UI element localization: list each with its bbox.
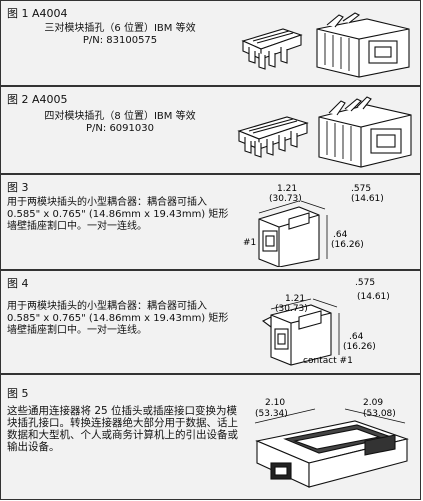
dimension-lines: [254, 408, 406, 424]
dimension-lines: [258, 200, 328, 259]
figure-4-panel: 图 4 用于两模块插头的小型耦合器：耦合器可插入 0.585" x 0.765"…: [0, 270, 421, 374]
figure-2-illustration: [237, 95, 419, 175]
dim-length-in: 2.10: [265, 398, 285, 408]
figure-5-title: 图 5: [7, 387, 29, 400]
figure-5-description: 这些通用连接器将 25 位插头或插座接口变换为模块插孔接口。转换连接器绝大部分用…: [7, 405, 238, 453]
figure-2-panel: 图 2 A4005 四对模块插孔（8 位置）IBM 等效 P/N: 609103…: [0, 86, 421, 174]
dim-width-in: 1.21: [277, 184, 297, 194]
figure-2-description: 四对模块插孔（8 位置）IBM 等效 P/N: 6091030: [7, 111, 233, 135]
figure-5-panel: 图 5 这些通用连接器将 25 位插头或插座接口变换为模块插孔接口。转换连接器绝…: [0, 374, 421, 500]
figure-1-title: 图 1 A4004: [7, 7, 68, 20]
figure-1-description: 三对模块插孔（6 位置）IBM 等效 P/N: 83100575: [7, 23, 233, 47]
dim-width-in: 1.21: [285, 294, 305, 304]
dim-height-mm: (16.26): [331, 240, 364, 250]
six-pin-insert-drawing: [241, 28, 303, 70]
figure-3-description: 用于两模块插头的小型耦合器：耦合器可插入 0.585" x 0.765" (14…: [7, 197, 229, 232]
dim-depth-in: .575: [355, 278, 375, 288]
figure-1-line1: 三对模块插孔（6 位置）IBM 等效: [44, 23, 196, 34]
figure-4-illustration: 1.21 (30.73) .575 (14.61) .64 (16.26) co…: [239, 275, 419, 377]
eight-pin-insert-drawing: [237, 116, 309, 158]
dim-height-mm: (16.26): [343, 342, 376, 352]
dim-width-mm: (53.08): [363, 409, 396, 419]
figure-5-illustration: 2.10 (53.34) 2.09 (53.08): [245, 389, 421, 501]
figure-1-part-number: P/N: 83100575: [82, 35, 158, 46]
modular-jack-drawing: [316, 12, 410, 78]
dim-depth-in: .575: [351, 184, 371, 194]
dim-depth-mm: (14.61): [357, 292, 390, 302]
figure-1-panel: 图 1 A4004 三对模块插孔（6 位置）IBM 等效 P/N: 831005…: [0, 0, 421, 86]
figure-3-panel: 图 3 用于两模块插头的小型耦合器：耦合器可插入 0.585" x 0.765"…: [0, 174, 421, 270]
figure-2-part-number: P/N: 6091030: [86, 123, 154, 134]
dim-width-in: 2.09: [363, 398, 383, 408]
figure-3-illustration: 1.21 (30.73) .575 (14.61) .64 (16.26) #1: [239, 179, 419, 271]
coupler-drawing: [258, 206, 320, 268]
dimension-lines: [270, 298, 340, 355]
figure-1-illustration: [239, 11, 419, 85]
figure-3-title: 图 3: [7, 181, 29, 194]
dim-height-in: .64: [349, 332, 364, 342]
dim-height-in: .64: [333, 230, 348, 240]
figure-4-title: 图 4: [7, 277, 29, 290]
dim-width-mm: (30.73): [269, 194, 302, 204]
modular-jack-drawing: [318, 96, 412, 168]
dim-depth-mm: (14.61): [351, 194, 384, 204]
figure-4-description: 用于两模块插头的小型耦合器：耦合器可插入 0.585" x 0.765" (14…: [7, 301, 229, 336]
figure-2-title: 图 2 A4005: [7, 93, 68, 106]
contact-label: #1: [243, 238, 256, 248]
dim-length-mm: (53.34): [255, 409, 288, 419]
contact-label: contact #1: [303, 356, 353, 366]
dim-width-mm: (30.73): [275, 304, 308, 314]
figure-2-line1: 四对模块插孔（8 位置）IBM 等效: [44, 111, 196, 122]
adapter-drawing: [255, 420, 409, 488]
coupler-drawing: [261, 304, 332, 366]
